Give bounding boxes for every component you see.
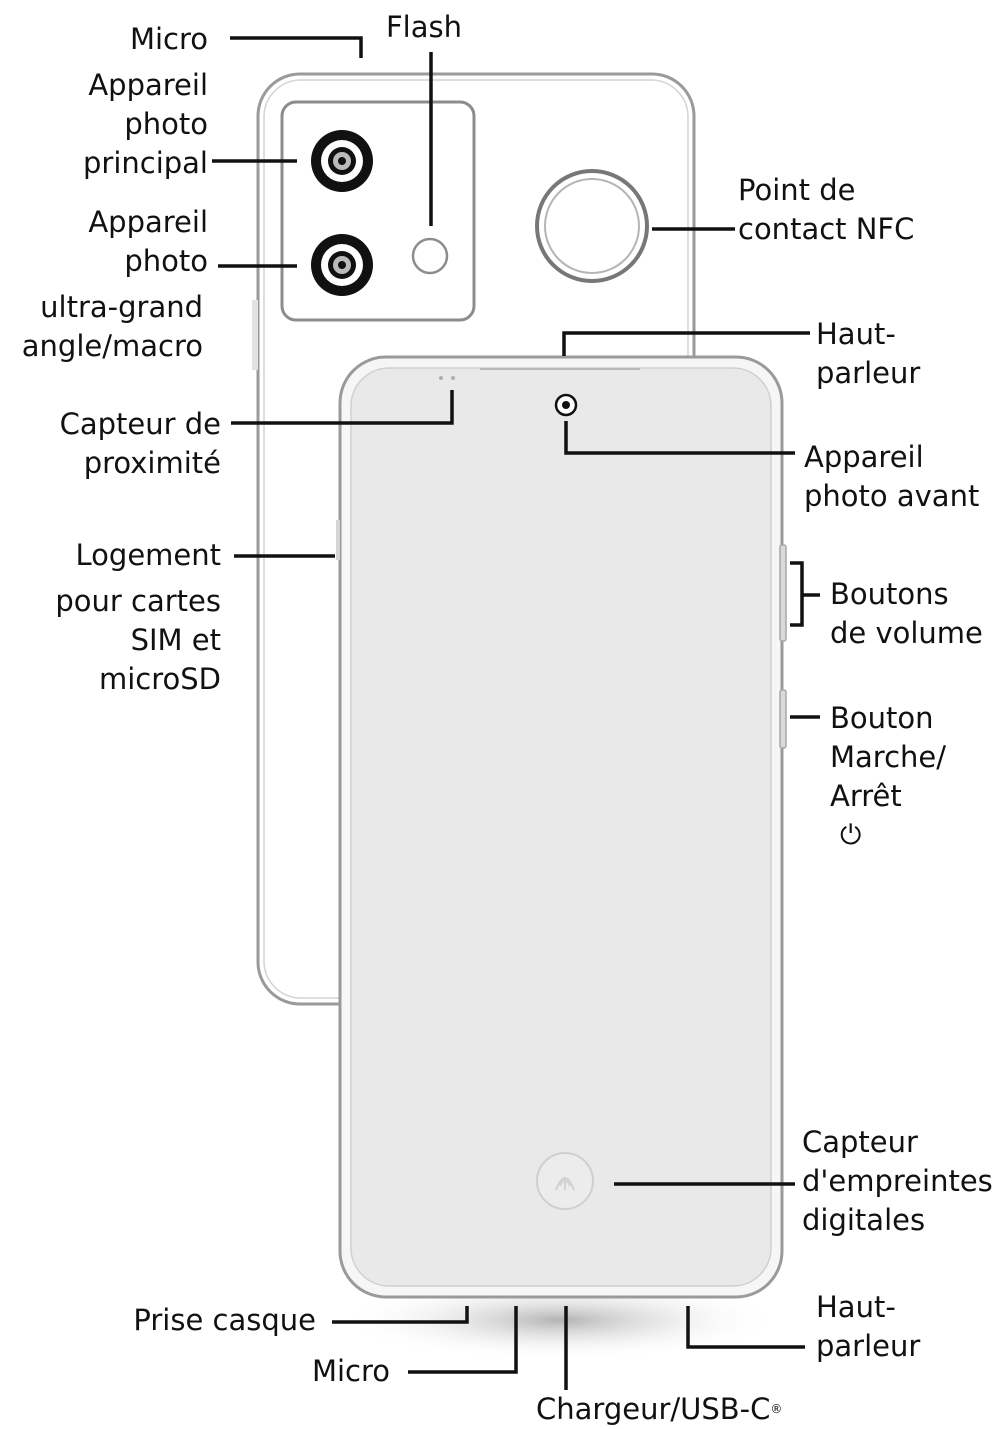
power-icon: ⏻: [840, 820, 862, 851]
volume-rocker: [779, 544, 787, 642]
label-speaker-bottom: Haut- parleur: [816, 1290, 921, 1363]
label-ultrawide-camera: Appareil photo: [88, 205, 208, 278]
label-micro-top: Micro: [129, 22, 208, 56]
label-charger: Chargeur/USB-C®: [536, 1392, 783, 1426]
phone-shadow: [340, 1280, 780, 1360]
label-volume: Boutons de volume: [830, 577, 983, 650]
label-front-camera: Appareil photo avant: [804, 440, 980, 513]
callout-lines: [212, 36, 820, 1390]
registered-mark: ®: [770, 1402, 783, 1416]
label-ultrawide-camera-cont: ultra-grand angle/macro: [21, 290, 203, 363]
fingerprint-icon: [536, 1152, 594, 1210]
label-main-camera: Appareil photo principal: [82, 68, 208, 180]
label-proximity: Capteur de proximité: [59, 407, 221, 480]
label-power: Bouton Marche/ Arrêt⏻: [830, 699, 946, 855]
power-key: [779, 689, 787, 749]
ultrawide-camera-lens: [311, 234, 373, 296]
flash-led: [411, 237, 449, 275]
label-fingerprint: Capteur d'empreintes digitales: [802, 1125, 993, 1237]
label-sim-slot-cont: pour cartes SIM et microSD: [55, 584, 221, 696]
phone-front: [336, 355, 787, 1299]
main-camera-lens: [311, 130, 373, 192]
label-headphone-jack: Prise casque: [133, 1303, 316, 1337]
label-nfc: Point de contact NFC: [738, 173, 915, 246]
label-flash: Flash: [386, 10, 462, 44]
nfc-ring: [535, 169, 649, 283]
front-camera-punchhole: [554, 393, 578, 417]
label-micro-bottom: Micro: [311, 1354, 390, 1388]
label-sim-slot: Logement: [75, 538, 221, 572]
label-earpiece: Haut- parleur: [816, 317, 921, 390]
